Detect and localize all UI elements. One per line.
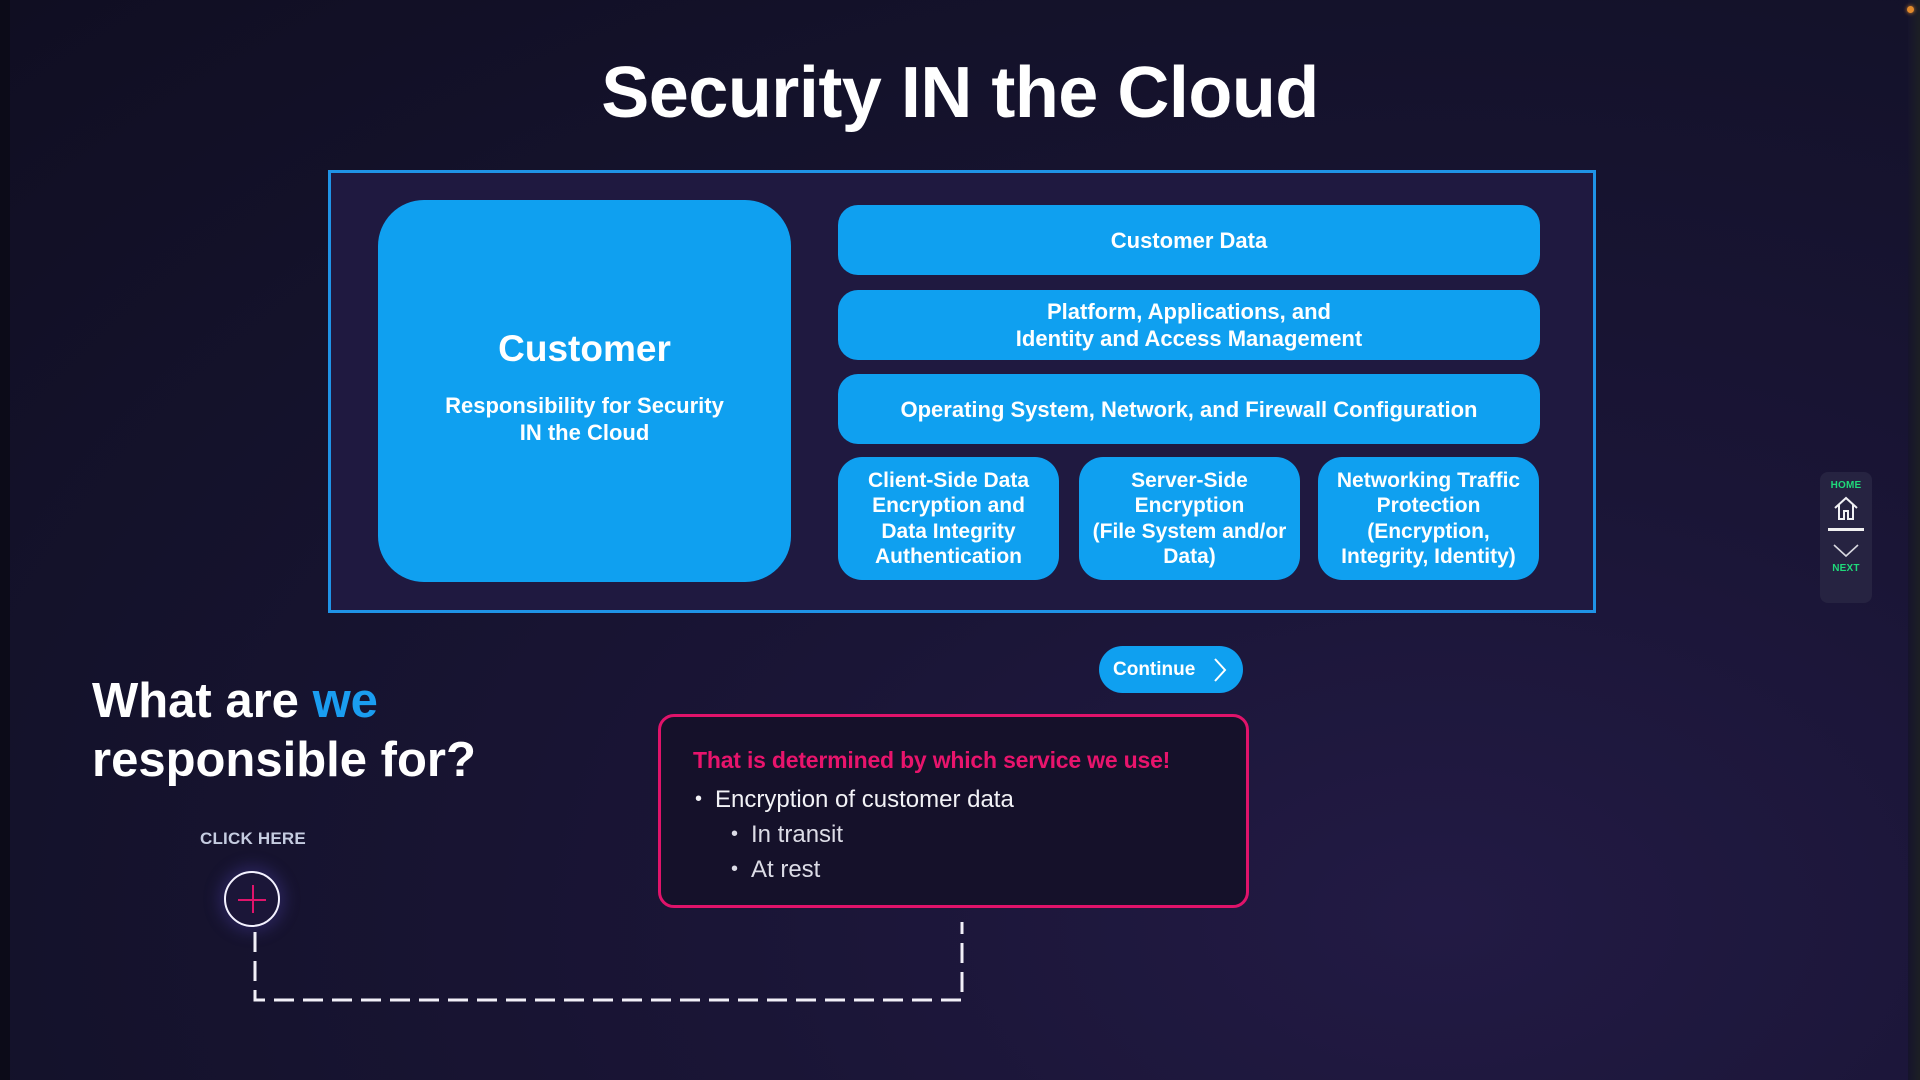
layer-label: Operating System, Network, and Firewall … xyxy=(900,396,1478,422)
layer-label-line1: Platform, Applications, and xyxy=(1047,299,1331,324)
cell-line: Protection xyxy=(1376,494,1481,517)
screen-edge-left xyxy=(0,0,10,1080)
layer-network-traffic-protection: Networking Traffic Protection (Encryptio… xyxy=(1318,457,1539,580)
cell-line: Data) xyxy=(1163,545,1216,568)
layer-platform-iam: Platform, Applications, and Identity and… xyxy=(838,290,1540,360)
layer-client-side-encryption: Client-Side Data Encryption and Data Int… xyxy=(838,457,1059,580)
layer-os-network-firewall: Operating System, Network, and Firewall … xyxy=(838,374,1540,444)
info-subitem: At rest xyxy=(729,852,1216,887)
info-subitem: In transit xyxy=(729,817,1216,852)
cell-line: Server-Side xyxy=(1131,468,1248,492)
customer-subtitle: Responsibility for Security IN the Cloud xyxy=(445,392,724,446)
customer-subtitle-line1: Responsibility for Security xyxy=(445,393,724,418)
info-popup: That is determined by which service we u… xyxy=(658,714,1249,908)
cell-line: Data Integrity xyxy=(881,519,1016,543)
question-heading: What are we responsible for? xyxy=(92,672,476,790)
layer-customer-data: Customer Data xyxy=(838,205,1540,275)
home-label: HOME xyxy=(1830,480,1862,491)
cell-line: Client-Side Data xyxy=(867,468,1030,492)
screen-edge-right xyxy=(1908,0,1920,1080)
cell-line: (Encryption, xyxy=(1367,519,1490,543)
nav-divider xyxy=(1828,528,1864,531)
chevron-right-icon xyxy=(1214,658,1227,682)
cell-line: Encryption xyxy=(1134,494,1245,517)
cell-line: Encryption and xyxy=(872,494,1025,517)
chevron-down-icon[interactable] xyxy=(1832,543,1860,559)
layer-label-line2: Identity and Access Management xyxy=(1015,326,1363,351)
layer-server-side-encryption: Server-Side Encryption (File System and/… xyxy=(1079,457,1300,580)
plus-circle-icon[interactable] xyxy=(224,871,280,927)
continue-button[interactable]: Continue xyxy=(1099,646,1243,693)
home-icon[interactable] xyxy=(1832,495,1860,521)
cell-line: Authentication xyxy=(875,545,1022,568)
next-label[interactable]: NEXT xyxy=(1832,563,1860,574)
slide-title: Security IN the Cloud xyxy=(601,53,1319,133)
slide-navigation: HOME NEXT xyxy=(1820,472,1872,603)
click-here-label: CLICK HERE xyxy=(200,829,306,848)
customer-title: Customer xyxy=(498,328,671,369)
info-item: Encryption of customer data xyxy=(693,782,1216,817)
question-accent: we xyxy=(312,674,378,728)
customer-responsibility-box: Customer Responsibility for Security IN … xyxy=(378,200,791,582)
cell-line: Integrity, Identity) xyxy=(1341,545,1516,568)
cell-line: (File System and/or xyxy=(1092,519,1287,543)
customer-subtitle-line2: IN the Cloud xyxy=(519,420,650,445)
question-text-1: What are xyxy=(92,674,313,728)
continue-label: Continue xyxy=(1113,658,1196,680)
info-heading: That is determined by which service we u… xyxy=(693,747,1171,773)
question-text-2: responsible for? xyxy=(92,733,476,787)
layer-label: Customer Data xyxy=(1110,227,1268,253)
cell-line: Networking Traffic xyxy=(1336,468,1521,492)
recording-indicator-icon xyxy=(1907,6,1914,13)
info-list: Encryption of customer data In transit A… xyxy=(693,782,1216,887)
